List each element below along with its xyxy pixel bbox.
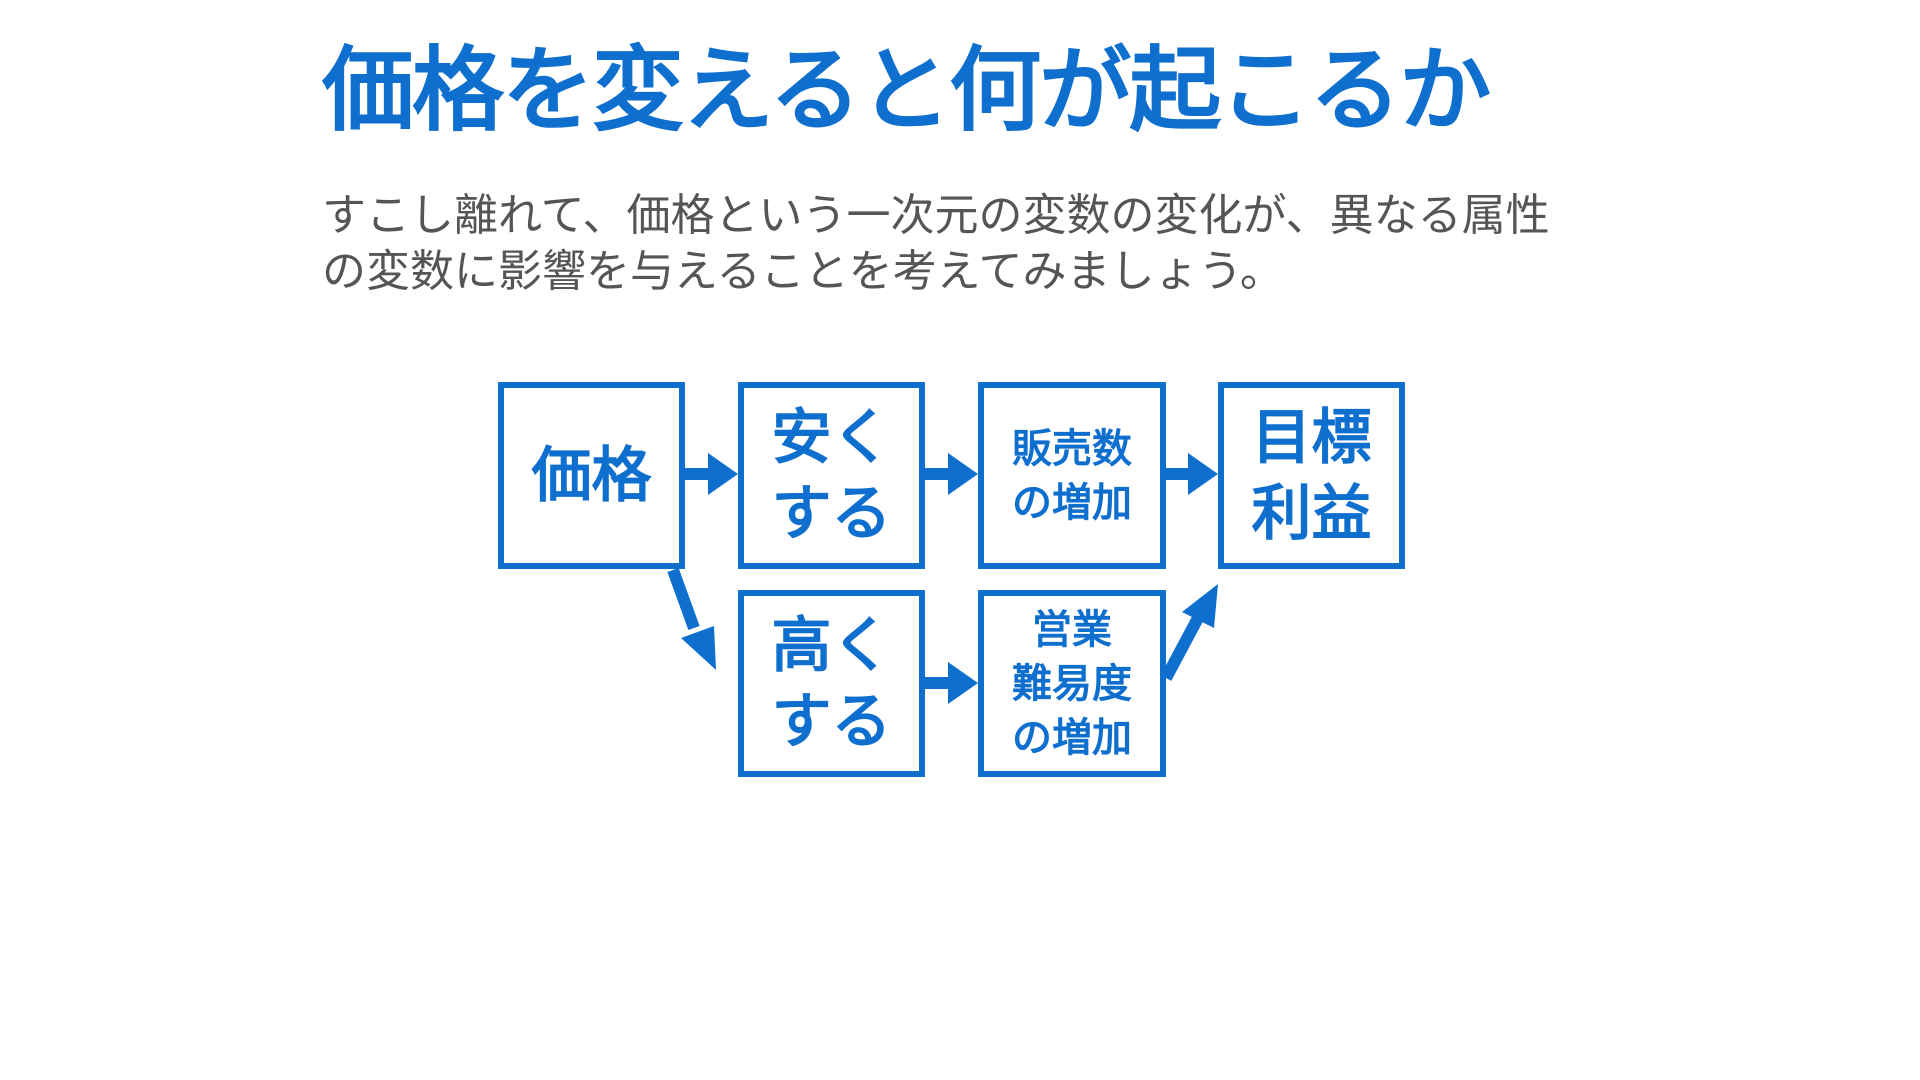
node-target-profit: 目標 利益 <box>1218 382 1405 569</box>
node-price: 価格 <box>498 382 685 569</box>
description-line-1: すこし離れて、価格という一次元の変数の変化が、異なる属性 <box>322 190 1550 241</box>
slide-title: 価格を変えると何が起こるか <box>322 37 1491 144</box>
arrow-difficulty-to-profit <box>1160 615 1204 681</box>
node-pricier: 高く する <box>738 590 925 777</box>
slide-description: すこし離れて、価格という一次元の変数の変化が、異なる属性 の変数に影響を与えるこ… <box>322 188 1550 300</box>
arrow-price-to-pricier <box>667 567 700 631</box>
node-cheaper: 安く する <box>738 382 925 569</box>
node-sales-increase: 販売数 の増加 <box>978 382 1166 569</box>
node-sales-difficulty: 営業 難易度 の増加 <box>978 590 1166 777</box>
description-line-2: の変数に影響を与えることを考えてみましょう。 <box>322 246 1284 297</box>
